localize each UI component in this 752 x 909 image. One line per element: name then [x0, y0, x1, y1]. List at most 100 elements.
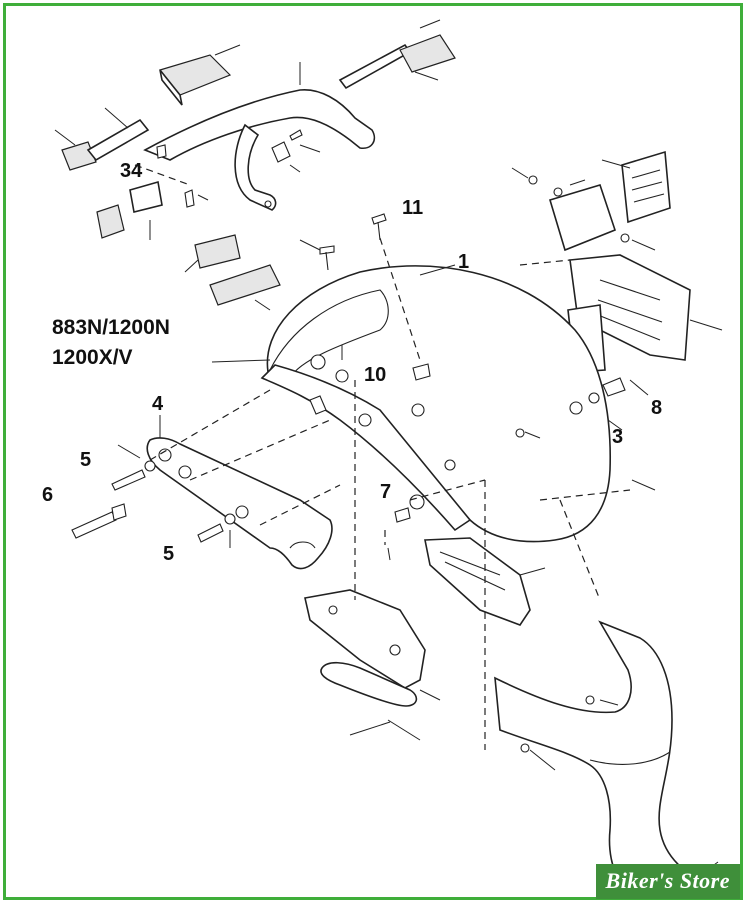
fender-extension-body	[494, 620, 701, 881]
dash-line	[539, 489, 631, 501]
bolt-5-upper	[111, 469, 146, 491]
leader	[289, 164, 301, 173]
right-side-bracket	[384, 479, 546, 750]
leader	[419, 689, 441, 701]
spacer	[335, 369, 349, 383]
clip-10	[412, 363, 431, 381]
bolt-6-head	[111, 503, 127, 521]
side-rail-body	[146, 437, 333, 570]
support-ribs	[597, 279, 663, 341]
extension-hole	[520, 743, 530, 753]
rail-hole	[235, 505, 249, 519]
bracket-hole	[264, 200, 272, 208]
leader	[214, 44, 241, 56]
bracket-ribs	[439, 551, 506, 591]
washer-3	[569, 401, 583, 415]
leader	[631, 239, 656, 251]
reflector-mid	[194, 234, 241, 269]
license-bracket-cover	[621, 150, 671, 224]
rail-hole	[158, 448, 172, 462]
leader	[184, 259, 199, 273]
leader	[607, 419, 623, 431]
mid-left-lenses	[184, 234, 281, 311]
rail-hole	[178, 465, 192, 479]
spring-8	[602, 377, 626, 397]
side-bracket	[424, 537, 531, 626]
callout-11: 11	[402, 197, 423, 219]
leader	[519, 567, 546, 576]
callout-5-lower: 5	[163, 543, 174, 565]
dash-line	[559, 499, 601, 601]
screw-head	[528, 175, 538, 185]
leader	[387, 719, 421, 741]
callout-1: 1	[458, 251, 469, 273]
bracket-slots	[631, 169, 665, 203]
dash-line	[189, 419, 331, 481]
fender-inner-edge	[269, 289, 389, 379]
logo-text: Biker's Store	[605, 868, 730, 893]
left-signal-stalk	[86, 118, 150, 162]
leader	[414, 71, 439, 81]
washer-5-upper	[144, 460, 156, 472]
bolt-7	[394, 507, 411, 523]
license-bracket-loop	[234, 123, 277, 211]
spacer	[411, 403, 425, 417]
leader	[104, 107, 129, 129]
center-bracket	[304, 589, 426, 689]
washer-5-lower	[224, 513, 236, 525]
callout-10: 10	[364, 364, 386, 386]
rail-notch	[289, 541, 316, 549]
screw-34	[156, 144, 167, 159]
license-plate-bracket-assembly	[511, 150, 723, 373]
dash-line	[379, 237, 421, 361]
leader	[529, 749, 556, 771]
leader	[254, 299, 271, 311]
callout-7: 7	[380, 481, 391, 503]
dash-line	[134, 164, 191, 186]
rubber-grommet	[310, 354, 326, 370]
callout-34: 34	[120, 160, 143, 182]
leader	[599, 699, 619, 706]
bracket-hole	[328, 605, 338, 615]
model-label-1200x-v: 1200X/V	[52, 346, 133, 369]
extension-hole	[585, 695, 595, 705]
dash-line	[519, 259, 571, 266]
lower-center-bracket	[304, 380, 441, 741]
fender-hole	[444, 459, 456, 471]
screw-11	[371, 213, 387, 241]
callout-8: 8	[651, 397, 662, 419]
callout-3: 3	[612, 426, 623, 448]
fender-side-rail	[146, 389, 341, 570]
leader	[211, 359, 271, 363]
leader	[419, 19, 441, 29]
leader	[569, 179, 586, 186]
license-bracket-plate	[549, 184, 616, 252]
bikers-store-logo: Biker's Store	[595, 864, 740, 899]
reflector-lower	[209, 264, 281, 306]
fender-hole	[358, 413, 372, 427]
screw-small	[289, 129, 303, 141]
dash-line	[259, 484, 341, 526]
lower-fender-extension	[494, 479, 719, 881]
reflector-strip	[320, 661, 418, 707]
tail-light-bracket-assembly	[54, 19, 456, 240]
right-signal-stalk	[338, 43, 412, 90]
tail-bracket-strap	[143, 89, 376, 161]
dash-line	[409, 479, 486, 501]
fender-fasteners	[299, 213, 649, 523]
right-signal-lens	[399, 34, 456, 73]
screw-small	[184, 189, 195, 208]
fender-side-skirt	[260, 364, 472, 532]
bolt-5-lower	[197, 523, 224, 543]
callout-6: 6	[42, 484, 53, 506]
leader	[349, 721, 391, 736]
rail-fasteners	[71, 444, 236, 548]
fender-hole	[515, 428, 525, 438]
leader	[689, 319, 723, 331]
washer	[553, 187, 563, 197]
leader	[197, 194, 209, 201]
diagram-border	[3, 3, 743, 900]
reflector-lower-left	[96, 204, 125, 239]
rear-fender	[211, 264, 612, 543]
